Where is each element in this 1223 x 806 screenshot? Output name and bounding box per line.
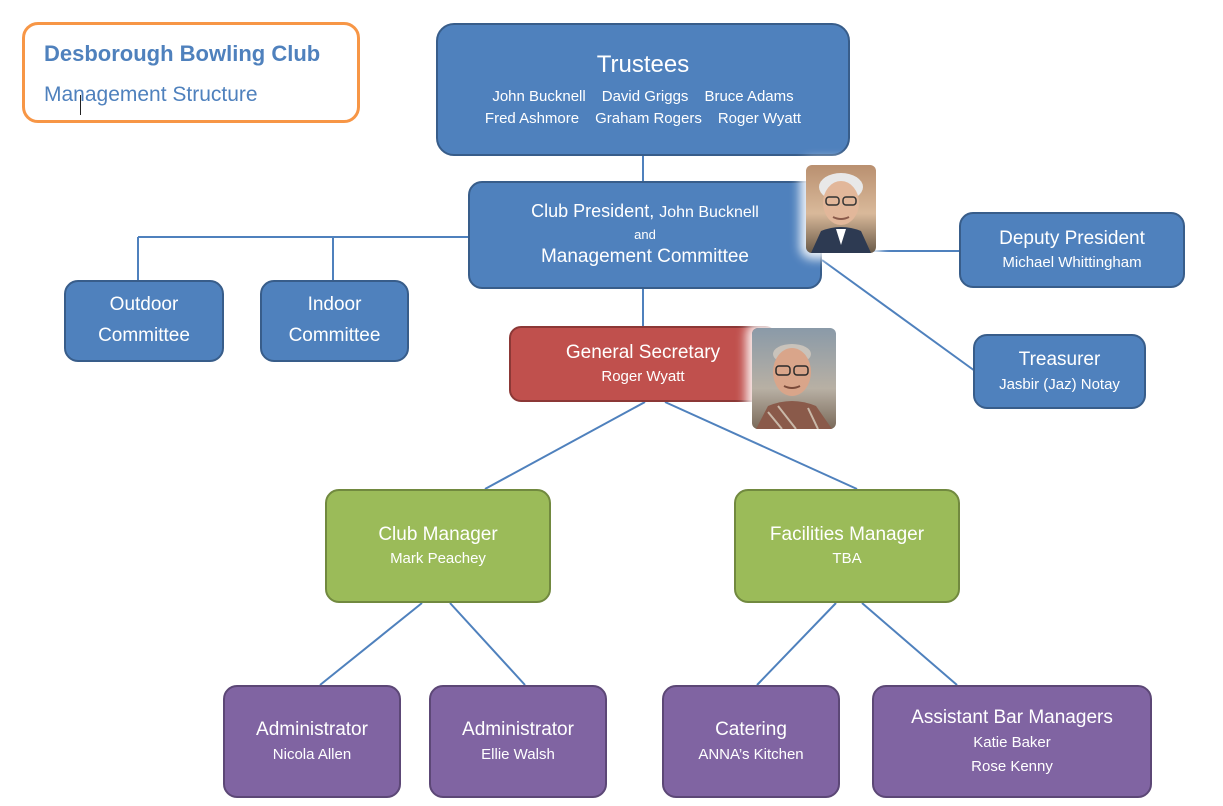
facilities-manager-box: Facilities Manager TBA (734, 489, 960, 603)
catering-name: ANNA’s Kitchen (698, 745, 804, 763)
admin2-name: Ellie Walsh (481, 745, 555, 763)
trustee-name: John Bucknell (492, 87, 586, 105)
trustee-names: John Bucknell David Griggs Bruce Adams F… (485, 88, 801, 128)
facilities-manager-title: Facilities Manager (769, 523, 925, 545)
trustee-name: Bruce Adams (704, 87, 794, 105)
club-name: Desborough Bowling Club (44, 41, 321, 66)
connector-facilities-bar (861, 602, 958, 686)
indoor-line1: Indoor (307, 294, 362, 316)
deputy-title: Deputy President (999, 227, 1145, 249)
catering-title: Catering (715, 719, 787, 741)
committee-title: Management Committee (540, 246, 750, 268)
president-joiner: and (634, 226, 656, 242)
deputy-president-box: Deputy President Michael Whittingham (959, 212, 1185, 288)
club-manager-box: Club Manager Mark Peachey (325, 489, 551, 603)
president-name: John Bucknell (659, 204, 759, 221)
assistant-bar-managers-box: Assistant Bar Managers Katie Baker Rose … (872, 685, 1152, 798)
treasurer-name: Jasbir (Jaz) Notay (999, 375, 1120, 393)
title-box: Desborough Bowling Club Management Struc… (22, 22, 360, 123)
treasurer-box: Treasurer Jasbir (Jaz) Notay (973, 334, 1146, 409)
deputy-name: Michael Whittingham (1002, 254, 1142, 272)
structure-subtitle: Management Structure (44, 83, 258, 106)
president-photo-icon (806, 165, 876, 253)
general-secretary-box: General Secretary Roger Wyatt (509, 326, 777, 402)
president-box: Club President, John Bucknell and Manage… (468, 181, 822, 289)
administrator-box-ellie: Administrator Ellie Walsh (429, 685, 607, 798)
trustees-title: Trustees (596, 51, 690, 79)
trustee-name: Graham Rogers (595, 109, 702, 127)
catering-box: Catering ANNA’s Kitchen (662, 685, 840, 798)
outdoor-line2: Committee (98, 325, 190, 346)
president-title: Club President, (531, 201, 655, 221)
trustee-name: Roger Wyatt (717, 109, 802, 127)
indoor-line2: Committee (288, 325, 381, 346)
trustee-name: David Griggs (601, 87, 689, 105)
connector-secretary-facilities (664, 401, 858, 490)
treasurer-title: Treasurer (1018, 349, 1101, 371)
trustee-name: Fred Ashmore (484, 109, 580, 127)
bar-title: Assistant Bar Managers (911, 707, 1113, 729)
admin2-title: Administrator (462, 719, 574, 741)
secretary-photo-icon (752, 328, 836, 429)
club-manager-title: Club Manager (378, 523, 498, 545)
administrator-box-nicola: Administrator Nicola Allen (223, 685, 401, 798)
secretary-title: General Secretary (565, 341, 721, 363)
secretary-name: Roger Wyatt (601, 368, 685, 386)
connector-facilities-catering (756, 602, 837, 686)
indoor-committee-box: Indoor Committee (260, 280, 409, 362)
admin1-name: Nicola Allen (272, 745, 352, 763)
trustees-box: Trustees John Bucknell David Griggs Bruc… (436, 23, 850, 156)
connector-secretary-clubmanager (484, 401, 646, 490)
connector-clubmanager-admin1 (319, 602, 423, 686)
facilities-manager-name: TBA (832, 550, 862, 568)
bar-name-1: Katie Baker (973, 733, 1051, 751)
connector-president-treasurer (821, 259, 976, 372)
outdoor-line1: Outdoor (109, 294, 179, 316)
bar-name-2: Rose Kenny (971, 757, 1053, 775)
text-cursor (80, 95, 81, 115)
admin1-title: Administrator (256, 719, 368, 741)
connector-clubmanager-admin2 (449, 602, 526, 686)
outdoor-committee-box: Outdoor Committee (64, 280, 224, 362)
club-manager-name: Mark Peachey (390, 550, 486, 568)
